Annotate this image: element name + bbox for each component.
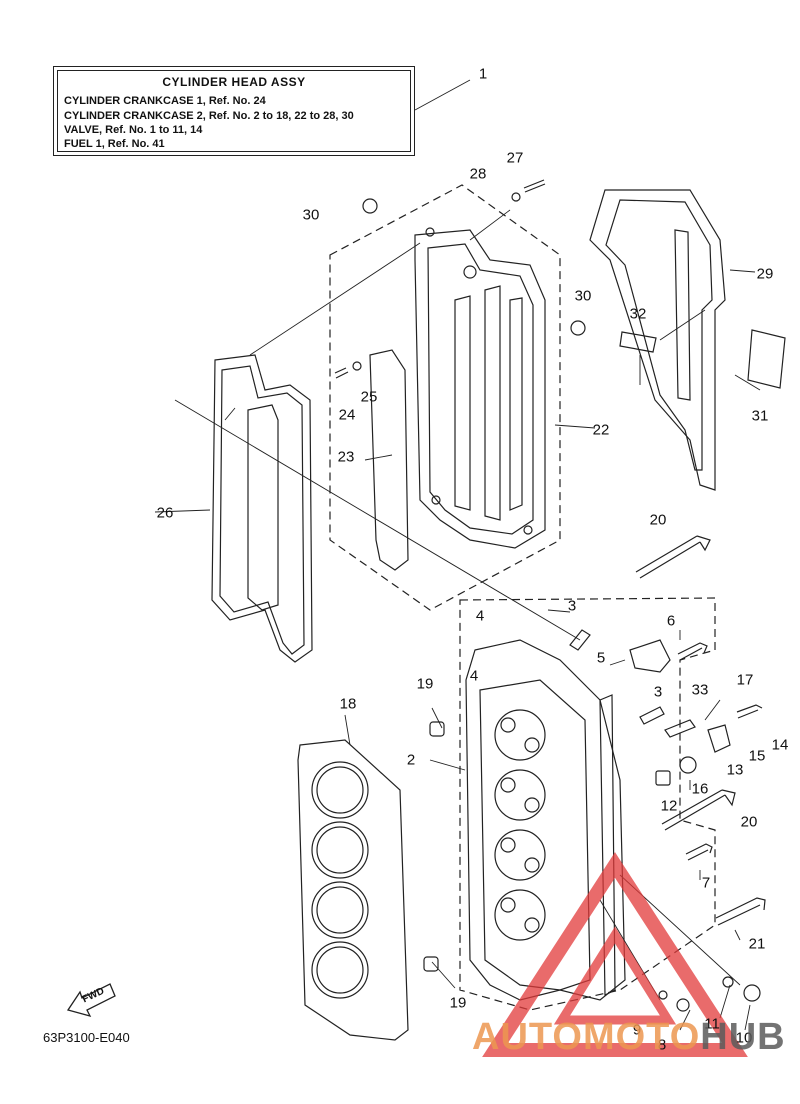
callout-19-upper: 19 (416, 675, 434, 693)
sensor-33 (664, 719, 696, 738)
washer-11 (722, 976, 734, 988)
callout-4-upper: 4 (475, 607, 485, 625)
leader-lines (154, 79, 761, 1031)
bolt-27 (523, 179, 546, 193)
callout-30-right: 30 (574, 287, 592, 305)
callout-22: 22 (592, 421, 610, 439)
callout-2: 2 (406, 751, 416, 769)
callout-19-lower: 19 (449, 994, 467, 1012)
bolt-8 (676, 998, 690, 1012)
callout-3-lower: 3 (653, 683, 663, 701)
callout-1: 1 (478, 65, 488, 83)
callout-7: 7 (701, 874, 711, 892)
callout-12: 12 (660, 797, 678, 815)
dowel-19-upper (429, 721, 445, 737)
spacer-12 (655, 770, 671, 786)
callout-32: 32 (629, 305, 647, 323)
cover-29 (589, 189, 726, 491)
bushing-16 (679, 756, 697, 774)
bolt-21 (715, 897, 766, 926)
lower-dashed-region (459, 597, 716, 1011)
callout-11: 11 (704, 1015, 720, 1033)
bracket-5 (629, 639, 671, 673)
callout-6: 6 (666, 612, 676, 630)
bolt-7 (685, 843, 713, 861)
watermark-text: AUTOMOTOHUB (472, 1016, 786, 1059)
callout-5: 5 (596, 649, 606, 667)
washer-25 (352, 361, 362, 371)
reference-line-4: FUEL 1, Ref. No. 41 (64, 138, 165, 150)
watermark-logo-icon (482, 852, 748, 1057)
grommet-30-upper (362, 198, 378, 214)
bolt-20-lower (661, 789, 736, 831)
reference-line-2: CYLINDER CRANKCASE 2, Ref. No. 2 to 18, … (64, 110, 354, 122)
callout-8: 8 (657, 1036, 667, 1054)
cylinder-cover-22 (414, 227, 546, 549)
callout-33: 33 (691, 681, 709, 699)
sensor-13 (707, 724, 731, 753)
bolt-20-upper (635, 535, 711, 579)
callout-29: 29 (756, 265, 774, 283)
washer-28 (511, 192, 521, 202)
callout-30-left: 30 (302, 206, 320, 224)
gasket-26 (211, 354, 313, 663)
callout-25: 25 (360, 388, 378, 406)
callout-4-lower: 4 (469, 667, 479, 685)
diagram-code: 63P3100-E040 (43, 1030, 130, 1045)
bolt-6 (677, 642, 708, 661)
callout-9: 9 (632, 1021, 642, 1039)
cylinder-head-2 (465, 639, 626, 1001)
callout-10: 10 (735, 1029, 753, 1047)
plate-23 (369, 349, 409, 571)
callout-13: 13 (726, 761, 744, 779)
callout-31: 31 (751, 407, 769, 425)
dowel-19-lower (423, 956, 439, 972)
callout-27: 27 (506, 149, 524, 167)
callout-3-upper: 3 (567, 597, 577, 615)
callout-26: 26 (156, 504, 174, 522)
fwd-arrow-icon (66, 983, 116, 1018)
label-32 (619, 331, 657, 353)
reference-line-1: CYLINDER CRANKCASE 1, Ref. No. 24 (64, 95, 266, 107)
washer-9 (658, 990, 668, 1000)
callout-17: 17 (736, 671, 754, 689)
assembly-title: CYLINDER HEAD ASSY (162, 75, 306, 89)
callout-15: 15 (748, 747, 766, 765)
pin-3-lower (639, 706, 665, 725)
callout-20-lower: 20 (740, 813, 758, 831)
plug-10 (743, 984, 761, 1002)
grommet-30-right (570, 320, 586, 336)
pin-3-upper (569, 629, 591, 651)
callout-14: 14 (771, 736, 789, 754)
title-block-inner (57, 70, 411, 152)
plate-31 (747, 329, 786, 389)
callout-28: 28 (469, 165, 487, 183)
callout-23: 23 (337, 448, 355, 466)
callout-21: 21 (748, 935, 766, 953)
callout-24: 24 (338, 406, 356, 424)
bolt-17 (736, 704, 763, 719)
upper-dashed-region (329, 184, 561, 611)
callout-20-upper: 20 (649, 511, 667, 529)
bolt-24 (334, 367, 349, 379)
watermark-part1: AUTOMOTO (472, 1016, 701, 1058)
callout-18: 18 (339, 695, 357, 713)
title-block: CYLINDER HEAD ASSY CYLINDER CRANKCASE 1,… (53, 66, 415, 156)
callout-16: 16 (691, 780, 709, 798)
head-gasket-18 (297, 739, 409, 1041)
watermark-part2: HUB (700, 1016, 786, 1058)
reference-line-3: VALVE, Ref. No. 1 to 11, 14 (64, 124, 203, 136)
